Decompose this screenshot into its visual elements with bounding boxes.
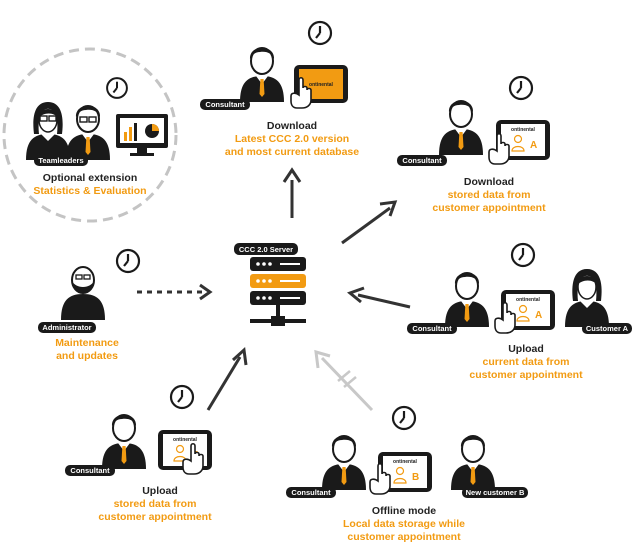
clock-icon [510, 242, 536, 268]
teamleaders-subtitle: Statistics & Evaluation [33, 185, 146, 197]
offline-line2: customer appointment [347, 531, 461, 543]
arrow-server-to-top [282, 167, 302, 218]
upload-right-line1: current data from [483, 356, 570, 368]
download-top-line1: Latest CCC 2.0 version [235, 133, 349, 145]
tablet-letter: A [535, 310, 542, 321]
tablet-brand: ontinental [393, 459, 417, 465]
customer-tag-label: New customer B [466, 488, 525, 497]
person-icon [450, 434, 496, 491]
clock-icon [508, 75, 534, 101]
consultant-tag-label: Consultant [205, 100, 245, 109]
person-icon [444, 271, 490, 328]
clock-icon [307, 20, 333, 46]
consultant-tag [200, 99, 250, 110]
teamleaders-group: Teamleaders Optional extension Statistic… [2, 47, 178, 223]
arrow-right-upload-to-server [346, 286, 411, 309]
upload-right-title: Upload [508, 343, 544, 355]
tablet-brand: ontinental [309, 82, 333, 88]
arrow-server-to-right-download [341, 200, 398, 245]
person-icon [65, 104, 111, 161]
download-right-line2: customer appointment [432, 202, 546, 214]
consultant-tag [407, 323, 457, 334]
upload-left-title: Upload [142, 485, 178, 497]
glasses-icon [39, 115, 57, 122]
person-icon [101, 413, 147, 470]
tablet-brand: ontinental [511, 127, 535, 133]
upload-right-line2: customer appointment [469, 369, 583, 381]
clock-icon [115, 248, 141, 274]
monitor-chart-icon [116, 114, 168, 156]
offline-title: Offline mode [372, 505, 436, 517]
upload-left-line2: customer appointment [98, 511, 212, 523]
tablet-letter: A [530, 140, 537, 151]
teamleaders-title: Optional extension [43, 172, 138, 184]
download-right-line1: stored data from [448, 189, 531, 201]
consultant-tag-label: Consultant [402, 156, 442, 165]
clock-icon [169, 384, 195, 410]
arrow-left-upload-to-server [206, 346, 248, 411]
download-top-title: Download [267, 120, 317, 132]
download-top-line2: and most current database [225, 146, 359, 158]
customer-tag [582, 323, 632, 334]
arrow-offline-to-server-faded [314, 349, 374, 412]
administrator-line1: Maintenance [55, 337, 119, 349]
dashed-circle [2, 47, 178, 223]
tablet-letter: B [412, 472, 419, 483]
tablet-brand: ontinental [173, 437, 197, 443]
consultant-tag [397, 155, 447, 166]
arrow-admin-to-server-dashed [137, 283, 213, 301]
download-top-group: ontinental Consultant Download Latest CC… [200, 20, 359, 158]
consultant-tag-label: Consultant [412, 324, 452, 333]
server-icon [250, 257, 306, 326]
consultant-tag-label: Consultant [70, 466, 110, 475]
offline-line1: Local data storage while [343, 518, 465, 530]
upload-right-group: ontinental A Consultant Customer A Uploa… [407, 242, 632, 381]
tablet-icon: ontinental B [378, 452, 432, 492]
glasses-icon [79, 116, 97, 123]
clock-icon [106, 77, 128, 99]
server-group: CCC 2.0 Server [234, 243, 306, 326]
customer-tag [462, 487, 528, 498]
offline-group: ontinental B Consultant New customer B O… [286, 405, 528, 543]
consultant-tag [65, 465, 115, 476]
person-icon [564, 268, 610, 328]
upload-left-group: ontinental B Consultant Upload stored da… [65, 384, 212, 523]
person-icon [321, 434, 367, 491]
download-right-title: Download [464, 176, 514, 188]
administrator-tag-label: Administrator [42, 323, 91, 332]
administrator-tag [38, 322, 96, 333]
consultant-tag [286, 487, 336, 498]
person-icon [25, 101, 71, 161]
server-tag [234, 243, 298, 255]
server-tag-label: CCC 2.0 Server [239, 245, 293, 254]
customer-tag-label: Customer A [586, 324, 629, 333]
teamleaders-tag [34, 155, 88, 166]
teamleaders-tag-label: Teamleaders [38, 156, 83, 165]
administrator-group: Administrator Maintenance and updates [38, 248, 141, 362]
upload-left-line1: stored data from [114, 498, 197, 510]
consultant-tag-label: Consultant [291, 488, 331, 497]
tablet-brand: ontinental [516, 297, 540, 303]
administrator-line2: and updates [56, 350, 118, 362]
person-icon [438, 99, 484, 156]
clock-icon [391, 405, 417, 431]
person-icon [61, 266, 105, 320]
download-right-group: ontinental A Consultant Download stored … [397, 75, 550, 214]
person-icon [239, 46, 285, 103]
